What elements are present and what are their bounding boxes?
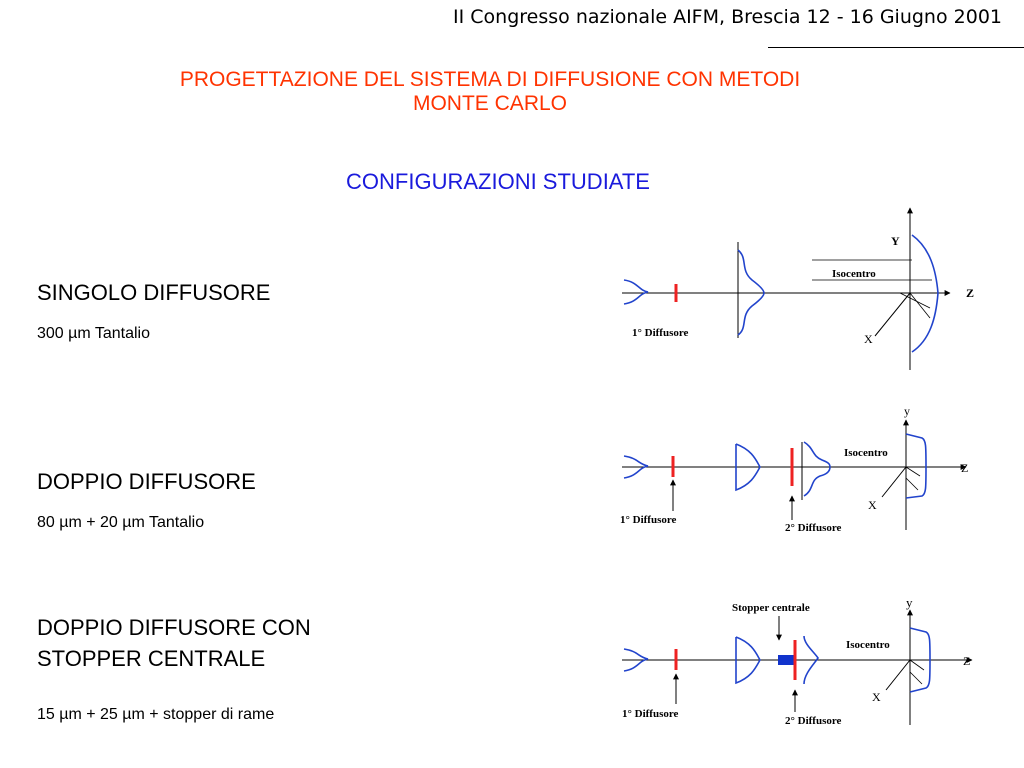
- isocentro-label: Isocentro: [846, 639, 890, 651]
- slide-title-line-2: MONTE CARLO: [412, 92, 567, 115]
- source-profile: [623, 455, 649, 479]
- profile-2: [803, 635, 819, 685]
- diffuser-2-label: 2° Diffusore: [785, 522, 842, 534]
- source-profile: [623, 279, 649, 305]
- z-axis-label: Z: [963, 654, 970, 668]
- slide-title: PROGETTAZIONE DEL SISTEMA DI DIFFUSIONE …: [100, 68, 880, 116]
- header-rule: [768, 47, 1024, 48]
- z-axis-label: Z: [966, 286, 974, 300]
- iso-profile: [911, 234, 939, 353]
- profile-1: [737, 249, 765, 336]
- iso-profile: [909, 627, 931, 693]
- conference-header: II Congresso nazionale AIFM, Brescia 12 …: [453, 6, 1002, 28]
- config-1-description: 300 µm Tantalio: [37, 325, 150, 342]
- diffuser-1-label: 1° Diffusore: [622, 708, 679, 720]
- isocentro-label: Isocentro: [832, 268, 876, 280]
- diffuser-1-label: 1° Diffusore: [632, 327, 689, 339]
- config-3-description: 15 µm + 25 µm + stopper di rame: [37, 706, 275, 723]
- isocentro-label: Isocentro: [844, 447, 888, 459]
- stopper-block: [778, 655, 794, 665]
- projection-lines: [905, 466, 921, 491]
- x-axis: [874, 292, 911, 337]
- diagram-single-diffuser: Y Isocentro Z X 1° Diffusore: [622, 207, 974, 370]
- config-3-title: DOPPIO DIFFUSORE CON STOPPER CENTRALE: [37, 612, 311, 674]
- config-2-title: DOPPIO DIFFUSORE: [37, 469, 256, 494]
- x-axis-label: X: [864, 332, 873, 346]
- config-3-title-line-2: STOPPER CENTRALE: [37, 646, 266, 671]
- config-2-description: 80 µm + 20 µm Tantalio: [37, 514, 205, 531]
- x-axis-label: X: [872, 690, 881, 704]
- x-axis: [885, 659, 911, 691]
- diagram-double-diffuser-stopper: Stopper centrale y Isocentro Z X 1° Diff…: [622, 595, 973, 727]
- profile-1: [735, 636, 761, 685]
- projection-lines: [812, 259, 932, 319]
- projection-lines: [909, 659, 925, 685]
- profile-1: [735, 443, 761, 492]
- diagram-double-diffuser: y Isocentro Z X 1° Diffusore 2° Diffusor…: [620, 404, 968, 534]
- source-profile: [623, 648, 649, 672]
- iso-profile: [905, 433, 927, 499]
- slide-title-line-1: PROGETTAZIONE DEL SISTEMA DI DIFFUSIONE …: [179, 68, 801, 91]
- stopper-label: Stopper centrale: [732, 602, 810, 614]
- diffuser-2-label: 2° Diffusore: [785, 715, 842, 727]
- y-axis-label: y: [906, 595, 913, 610]
- x-axis: [881, 466, 907, 498]
- config-3-title-line-1: DOPPIO DIFFUSORE CON: [37, 615, 311, 640]
- slide-subtitle: CONFIGURAZIONI STUDIATE: [346, 169, 650, 194]
- y-axis-label: Y: [891, 234, 900, 248]
- diffuser-1-label: 1° Diffusore: [620, 514, 677, 526]
- z-axis-label: Z: [961, 461, 968, 475]
- config-1-title: SINGOLO DIFFUSORE: [37, 280, 271, 305]
- y-axis-label: y: [904, 404, 910, 418]
- x-axis-label: X: [868, 498, 877, 512]
- profile-2: [803, 441, 831, 497]
